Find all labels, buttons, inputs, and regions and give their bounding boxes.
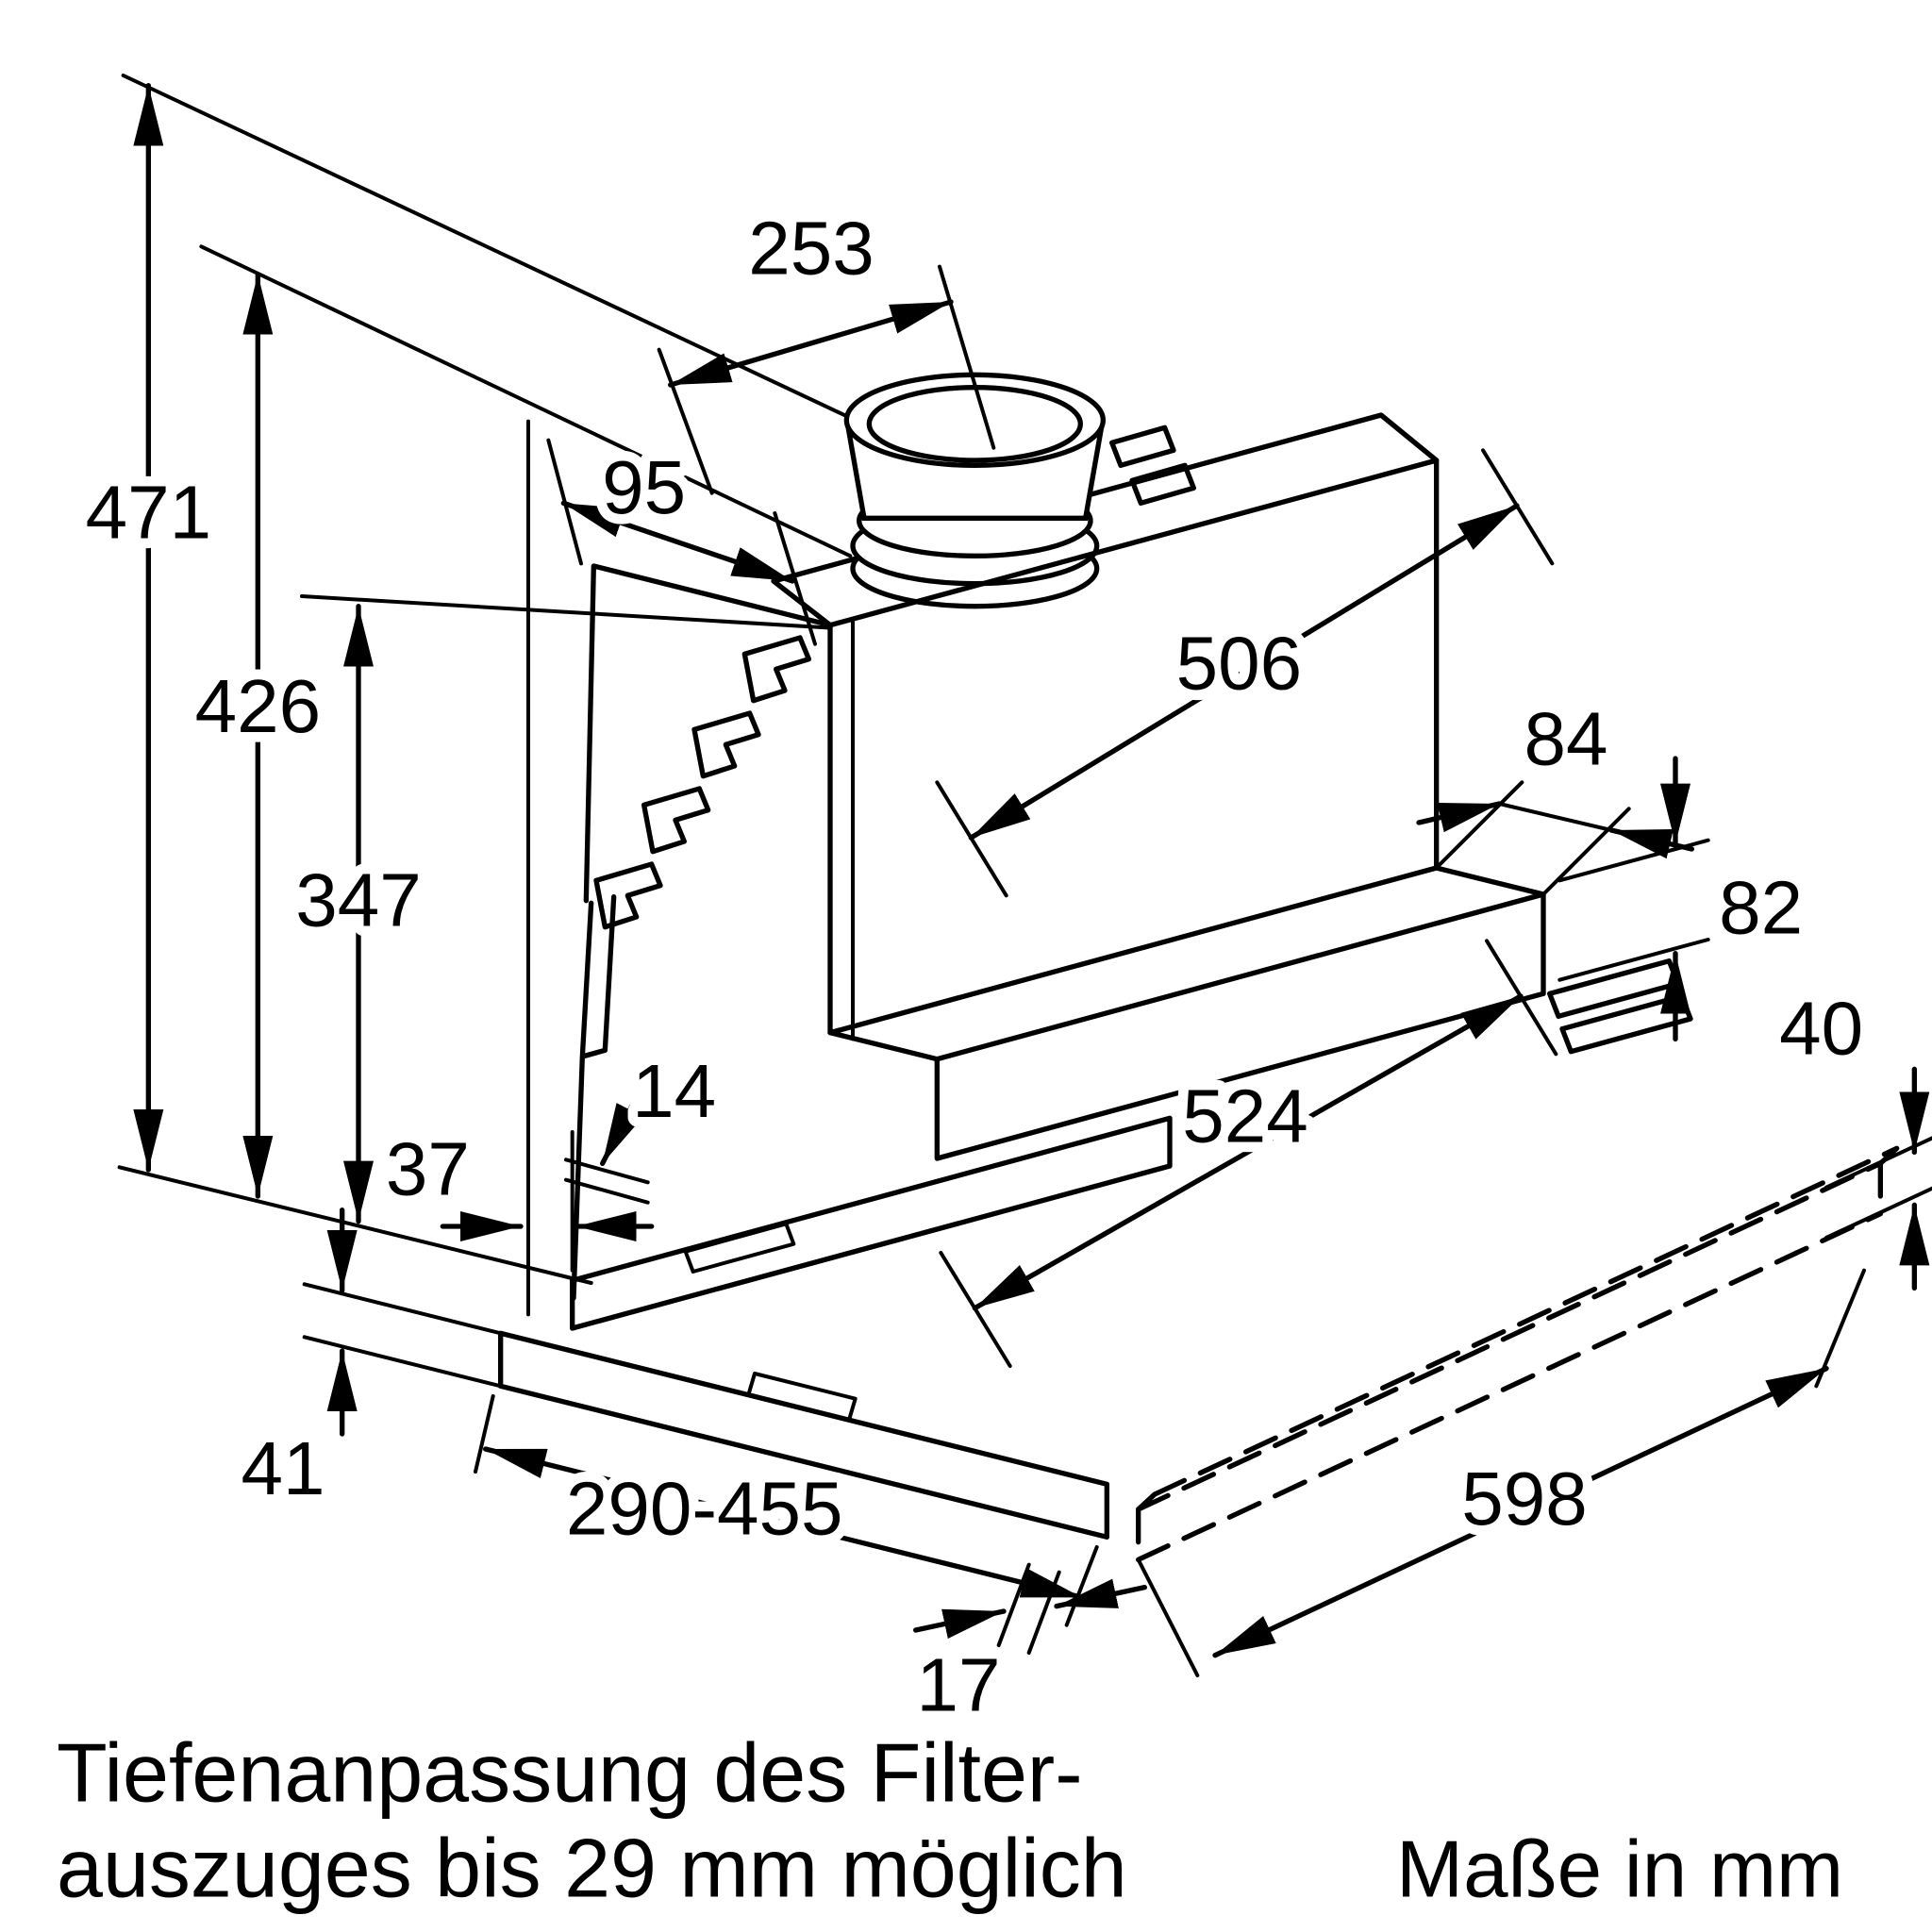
right-rails <box>1546 958 1693 1055</box>
bracket-bar <box>571 894 617 1301</box>
dimension-506: 506 <box>935 448 1555 898</box>
hook-2 <box>691 710 761 779</box>
dimension-598: 598 <box>1136 1268 1866 1677</box>
footnote-line-1: Tiefenanpassung des Filter- <box>57 1725 1083 1819</box>
dimension-37: 37 <box>375 1117 655 1241</box>
mounting-hooks <box>571 635 811 1301</box>
rail-notch <box>746 1372 858 1423</box>
dim-label-17: 17 <box>917 1642 1001 1726</box>
fixed-frame-slab <box>570 1115 1173 1331</box>
dimension-471: 471 <box>75 82 222 1173</box>
duct-clip-lower <box>1129 462 1196 506</box>
hook-4 <box>593 861 663 930</box>
footnote: Tiefenanpassung des Filter- auszuges bis… <box>50 1720 1133 1922</box>
dim-line-290-455 <box>482 1446 1085 1600</box>
dimension-40: 40 <box>1770 976 1932 1291</box>
rail-detail-lines <box>564 1158 650 1205</box>
duct-top-rim-outer <box>843 372 1106 468</box>
dim-label-524: 524 <box>1182 1074 1307 1158</box>
units-label: Maße in mm <box>1396 1825 1843 1915</box>
dim-label-82: 82 <box>1719 865 1803 949</box>
dim-label-598: 598 <box>1461 1457 1587 1541</box>
dimension-14: 14 <box>600 1039 726 1166</box>
dimension-82: 82 <box>1557 756 1813 1041</box>
hook-3 <box>641 786 711 855</box>
dimension-95: 95 <box>546 435 817 646</box>
pullout-rail-slab <box>498 1330 1109 1540</box>
dim-line-598 <box>1212 1365 1829 1658</box>
dim-label-37: 37 <box>386 1127 470 1211</box>
dimension-253: 253 <box>657 196 996 495</box>
dimension-290-455: 290-455 <box>474 1394 1099 1627</box>
duct-clip-upper <box>1108 425 1176 468</box>
dim-label-347: 347 <box>295 858 421 941</box>
dim-label-426: 426 <box>195 664 321 748</box>
dim-line-506 <box>968 503 1520 841</box>
dim-label-253: 253 <box>748 207 874 291</box>
dim-label-506: 506 <box>1176 622 1302 706</box>
body-step-edges <box>827 865 1546 1062</box>
dim-label-95: 95 <box>602 445 686 529</box>
dim-line-95 <box>560 500 795 584</box>
dimension-84: 84 <box>1416 687 1694 896</box>
dim-line-253 <box>668 299 954 388</box>
dim-label-471: 471 <box>86 471 211 555</box>
frame-notch <box>683 1222 796 1274</box>
dimension-426: 426 <box>185 271 331 1199</box>
lower-section-front-face <box>934 891 1546 1161</box>
dimension-347: 347 <box>286 604 431 1224</box>
footnote-line-2: auszuges bis 29 mm möglich <box>57 1822 1127 1915</box>
hook-1 <box>741 635 811 704</box>
dim-label-40: 40 <box>1779 986 1863 1070</box>
dimension-524: 524 <box>939 939 1558 1368</box>
dim-label-41: 41 <box>242 1426 325 1510</box>
right-rail-lower <box>1559 993 1693 1055</box>
dim-label-290-455: 290-455 <box>566 1467 843 1551</box>
dimension-17: 17 <box>907 1562 1147 1737</box>
right-rail-upper <box>1546 958 1681 1019</box>
extension-lines <box>117 74 948 1317</box>
dimension-41: 41 <box>231 1207 503 1521</box>
dim-label-84: 84 <box>1524 697 1608 781</box>
dim-label-14: 14 <box>632 1049 716 1133</box>
dim-line-524 <box>972 993 1524 1311</box>
